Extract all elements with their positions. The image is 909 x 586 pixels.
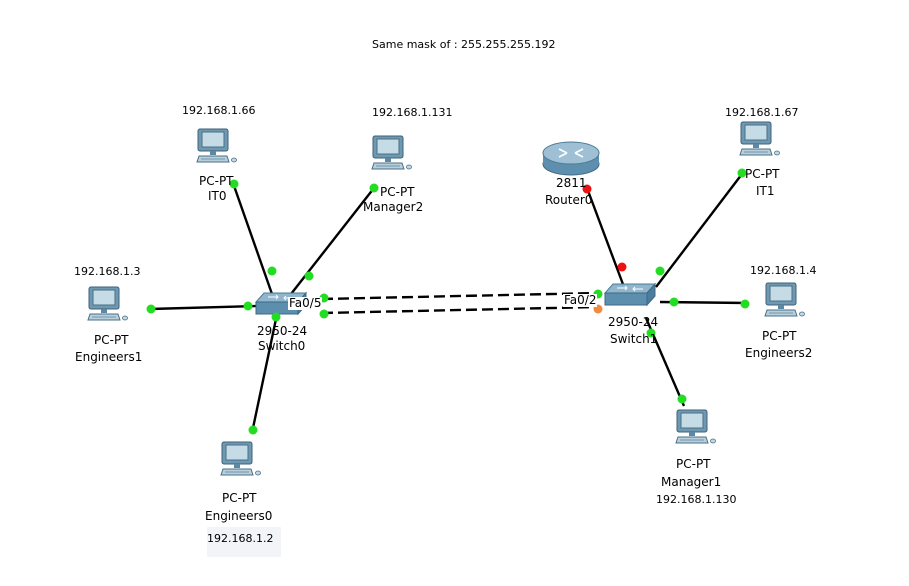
- model-switch1: 2950-24: [608, 315, 659, 329]
- type-engineers1: PC-PT: [94, 333, 129, 347]
- name-manager1: Manager1: [661, 475, 722, 489]
- ip-engineers0-highlight: [207, 527, 281, 557]
- pc-it1-icon[interactable]: [739, 121, 780, 156]
- pc-engineers1-icon[interactable]: [87, 286, 128, 321]
- port-switch0: Fa0/5: [288, 296, 323, 310]
- trunk-cables: [321, 291, 599, 315]
- ip-engineers1: 192.168.1.3: [74, 265, 141, 278]
- model-switch0: 2950-24: [257, 324, 308, 338]
- pc-engineers2-icon[interactable]: [764, 282, 805, 317]
- link-down-indicators: [582, 184, 627, 272]
- diagram-title: Same mask of : 255.255.255.192: [372, 38, 556, 51]
- link-up-indicators: [146, 168, 750, 435]
- pc-manager1-icon[interactable]: [675, 409, 716, 444]
- type-it0: PC-PT: [199, 174, 234, 188]
- ip-engineers0: 192.168.1.2: [207, 532, 274, 545]
- name-engineers1: Engineers1: [75, 350, 143, 364]
- name-manager2: Manager2: [363, 200, 424, 214]
- name-engineers2: Engineers2: [745, 346, 813, 360]
- type-manager1: PC-PT: [676, 457, 711, 471]
- pc-it0-icon[interactable]: [196, 128, 237, 163]
- type-it1: PC-PT: [745, 167, 780, 181]
- name-it0: IT0: [208, 189, 227, 203]
- port-switch1: Fa0/2: [563, 293, 598, 307]
- ip-it0: 192.168.1.66: [182, 104, 256, 117]
- model-router0: 2811: [556, 176, 587, 190]
- name-it1: IT1: [756, 184, 775, 198]
- name-router0: Router0: [545, 193, 593, 207]
- ip-manager2: 192.168.1.131: [372, 106, 453, 119]
- type-manager2: PC-PT: [380, 185, 415, 199]
- name-engineers0: Engineers0: [205, 509, 273, 523]
- name-switch0: Switch0: [258, 339, 306, 353]
- pc-engineers0-icon[interactable]: [220, 441, 261, 476]
- ip-manager1: 192.168.1.130: [656, 493, 737, 506]
- pc-manager2-icon[interactable]: [371, 135, 412, 170]
- type-engineers0: PC-PT: [222, 491, 257, 505]
- router-icon[interactable]: [542, 141, 600, 176]
- type-engineers2: PC-PT: [762, 329, 797, 343]
- ip-it1: 192.168.1.67: [725, 106, 799, 119]
- name-switch1: Switch1: [610, 332, 658, 346]
- ip-engineers2: 192.168.1.4: [750, 264, 817, 277]
- switch1-icon[interactable]: [604, 283, 656, 306]
